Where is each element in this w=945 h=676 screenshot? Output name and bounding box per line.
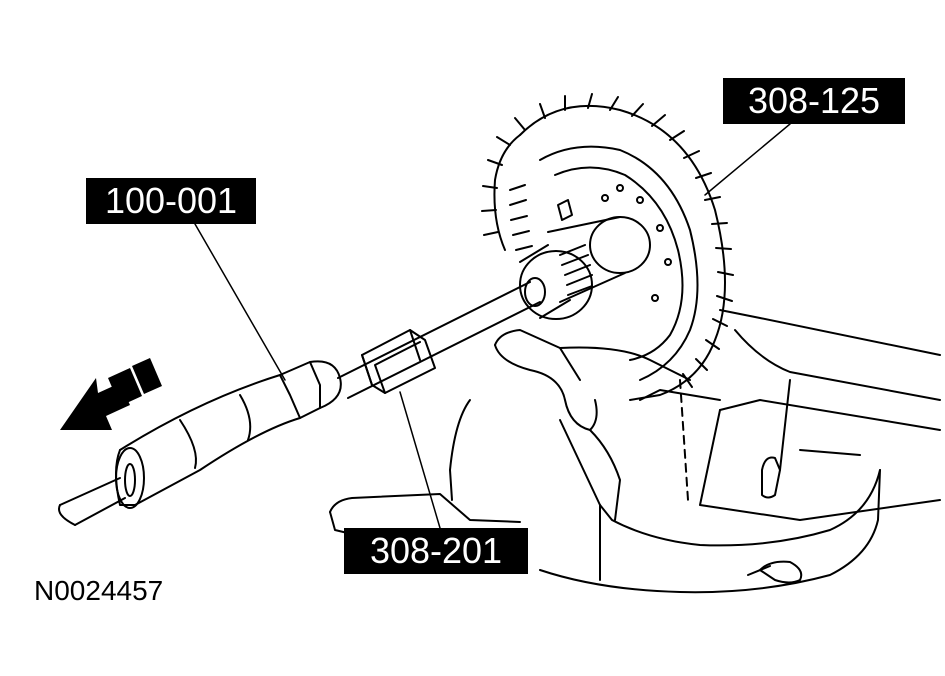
callout-tool-100-001: 100-001 bbox=[86, 178, 256, 224]
vise-jaw bbox=[449, 329, 721, 521]
gear bbox=[481, 93, 734, 401]
figure-id: N0024457 bbox=[34, 575, 164, 606]
leader-lines bbox=[194, 123, 791, 529]
bench-vise bbox=[329, 309, 941, 594]
pull-direction-arrow-icon bbox=[60, 358, 162, 430]
slide-hammer-handle bbox=[58, 360, 342, 526]
callout-tool-308-201: 308-201 bbox=[344, 528, 528, 574]
callout-tool-308-125: 308-125 bbox=[723, 78, 905, 124]
puller-rod bbox=[337, 277, 546, 399]
gear-hub bbox=[519, 216, 651, 320]
hex-adapter bbox=[361, 329, 436, 394]
